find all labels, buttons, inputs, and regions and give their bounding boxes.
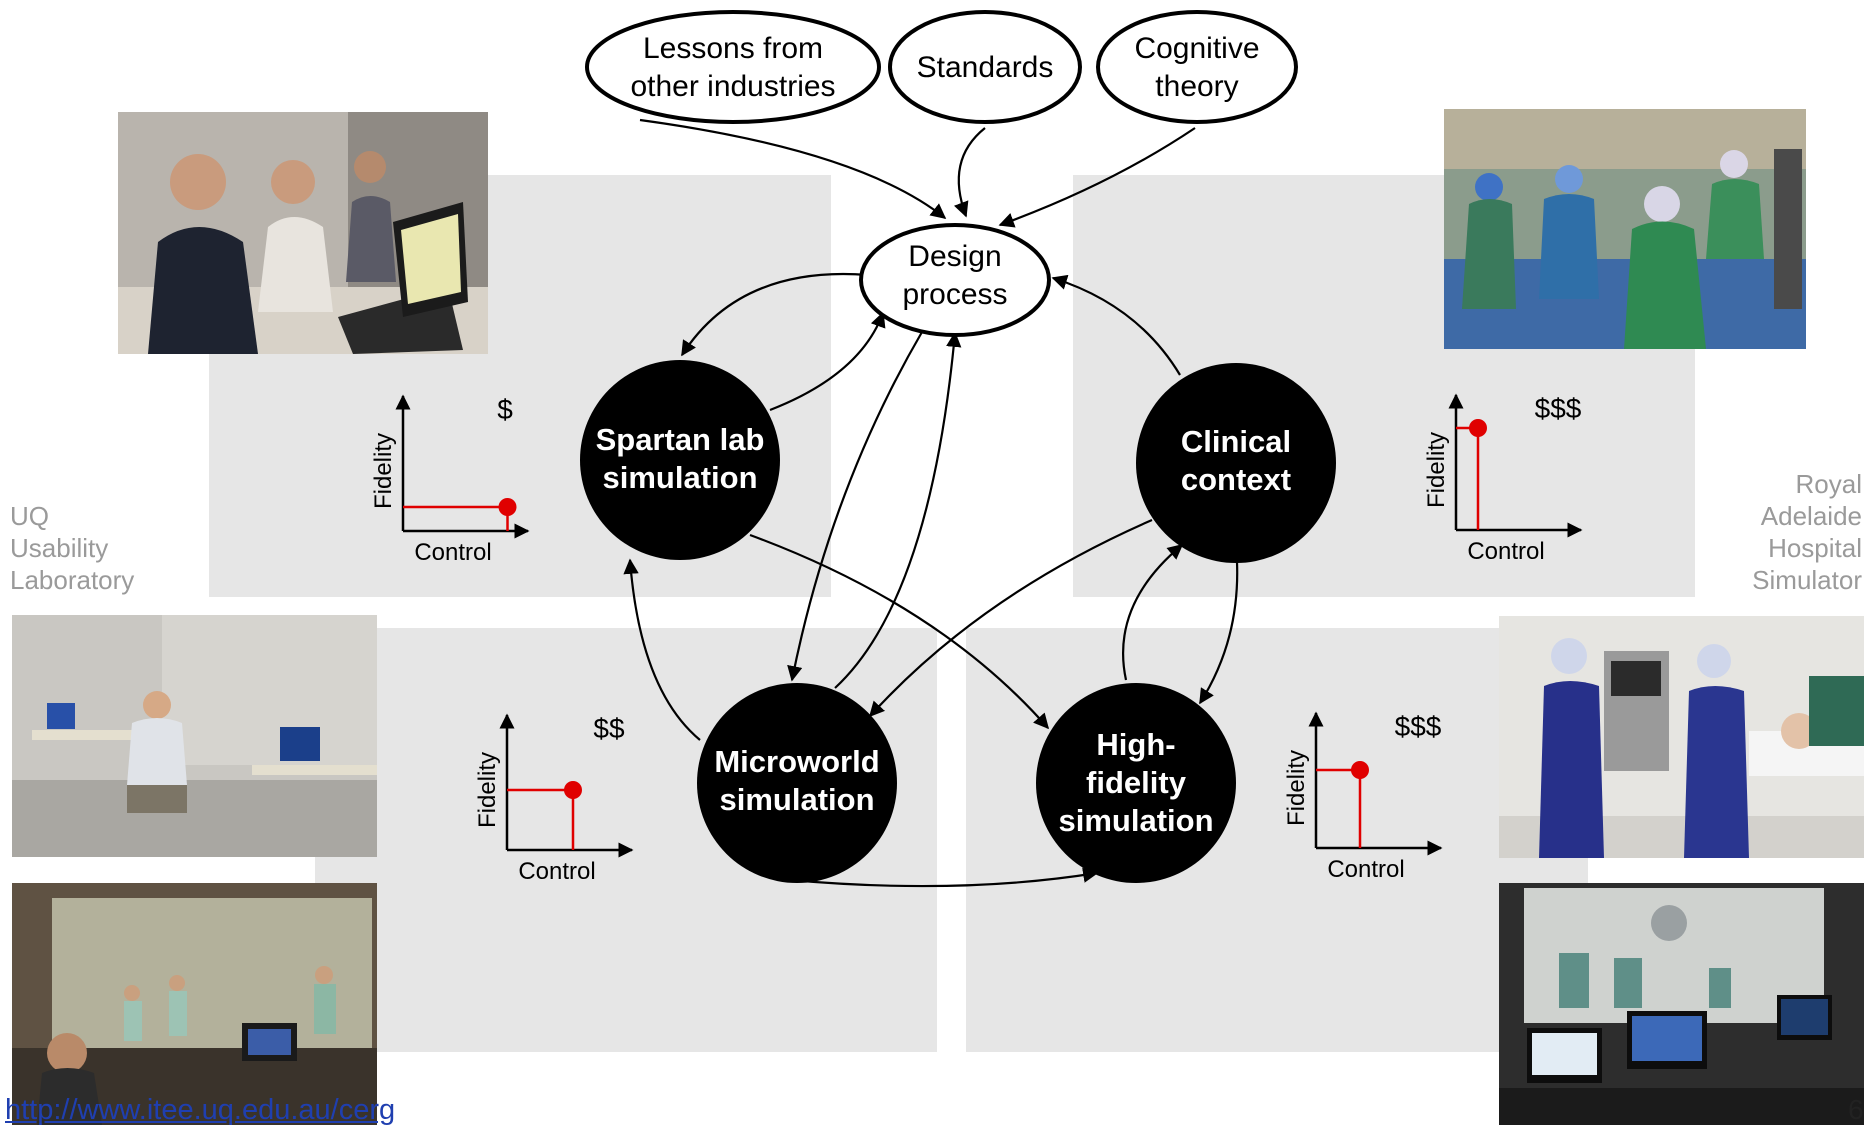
cost-label: $$$ [1395,711,1442,742]
influence-label: Lessons from [643,32,823,65]
influence-label: Standards [917,51,1054,84]
data-point [498,498,517,516]
arrow-standards-to-design [953,127,986,218]
arrow-microworld-to-design [834,331,962,689]
node-label: Clinical [1181,424,1291,459]
node-circle [580,360,780,560]
uq-label-line: Laboratory [10,565,135,595]
photo-simulator-control-room [1499,883,1864,1125]
node-label: Microworld [714,744,879,779]
mini-chart-microworld: Control Fidelity $$ [474,713,634,885]
x-axis-label: Control [414,539,491,566]
node-label: Spartan lab [596,422,765,457]
mini-chart-clinical: Control Fidelity $$$ [1423,393,1583,565]
influence-lessons: Lessons from other industries [585,10,881,124]
arrow-microworld-to-highfidelity [789,867,1099,888]
node-microworld: Microworld simulation [697,683,897,883]
influence-ellipse [888,10,1082,124]
design-process-node: Design process [859,223,1051,337]
arrow-spartan-to-design [769,311,886,412]
influence-label: theory [1155,70,1238,103]
page-number: 6 [1848,1094,1864,1125]
arrow-design-to-spartan [681,273,869,357]
arrow-design-to-microworld [787,331,923,682]
node-high-fidelity: High- fidelity simulation [1036,683,1236,883]
rah-label-line: Hospital [1768,533,1862,563]
node-circle [1136,363,1336,563]
data-point [564,781,582,799]
arrow-microworld-to-spartan [623,558,701,741]
influence-label: other industries [630,70,835,103]
design-process-label: Design [908,240,1001,273]
node-circle [1036,683,1236,883]
y-axis-label: Fidelity [370,433,397,509]
rah-label-line: Simulator [1752,565,1862,595]
rah-simulator-label: Royal Adelaide Hospital Simulator [1752,468,1862,596]
node-clinical-context: Clinical context [1136,363,1336,563]
node-label: High- [1096,727,1175,762]
x-axis-label: Control [518,858,595,885]
photo-usability-lab-control-room [12,883,377,1125]
design-process-ellipse [859,223,1051,337]
cost-label: $ [497,394,513,425]
mini-chart-spartan: Control Fidelity $ [370,394,530,566]
photo-operating-theatre [1444,109,1806,349]
influence-ellipse [585,10,881,124]
influence-ellipse [1096,10,1298,124]
arrow-cognitive-to-design [998,127,1196,228]
connector-arrows [623,118,1239,888]
x-axis-label: Control [1327,856,1404,883]
node-spartan-lab: Spartan lab simulation [580,360,780,560]
data-point [1351,761,1369,779]
node-label: simulation [602,460,757,495]
mini-chart-highfidelity: Control Fidelity $$$ [1283,711,1443,883]
y-axis-label: Fidelity [1283,750,1310,826]
cost-label: $$$ [1535,393,1582,424]
influence-label: Cognitive [1134,32,1259,65]
y-axis-label: Fidelity [1423,432,1450,508]
design-process-label: process [902,278,1007,311]
arrow-clinical-to-highfidelity [1199,561,1239,705]
data-point [1469,419,1487,437]
photo-usability-lab-room [12,615,377,857]
arrow-highfidelity-to-clinical [1122,544,1184,681]
node-circle [697,683,897,883]
photo-usability-lab-participants [118,112,488,354]
y-axis-label: Fidelity [474,752,501,828]
rah-label-line: Royal [1795,469,1862,499]
x-axis-label: Control [1467,538,1544,565]
arrow-clinical-to-microworld [868,518,1153,718]
photo-simulator-anaesthesia [1499,616,1864,858]
influence-standards: Standards [888,10,1082,124]
node-label: simulation [719,782,874,817]
uq-usability-lab-label: UQ Usability Laboratory [10,500,134,596]
uq-label-line: UQ [10,501,49,531]
cost-label: $$ [593,713,625,744]
node-label: context [1181,462,1291,497]
arrow-clinical-to-design [1051,274,1181,376]
uq-label-line: Usability [10,533,109,563]
node-label: fidelity [1086,765,1187,800]
rah-label-line: Adelaide [1760,501,1862,531]
cerg-link[interactable]: http://www.itee.uq.edu.au/cerg [5,1094,396,1126]
influence-cognitive: Cognitive theory [1096,10,1298,124]
arrow-spartan-to-highfidelity [749,533,1050,730]
node-label: simulation [1058,803,1213,838]
arrow-lessons-to-design [639,118,947,219]
